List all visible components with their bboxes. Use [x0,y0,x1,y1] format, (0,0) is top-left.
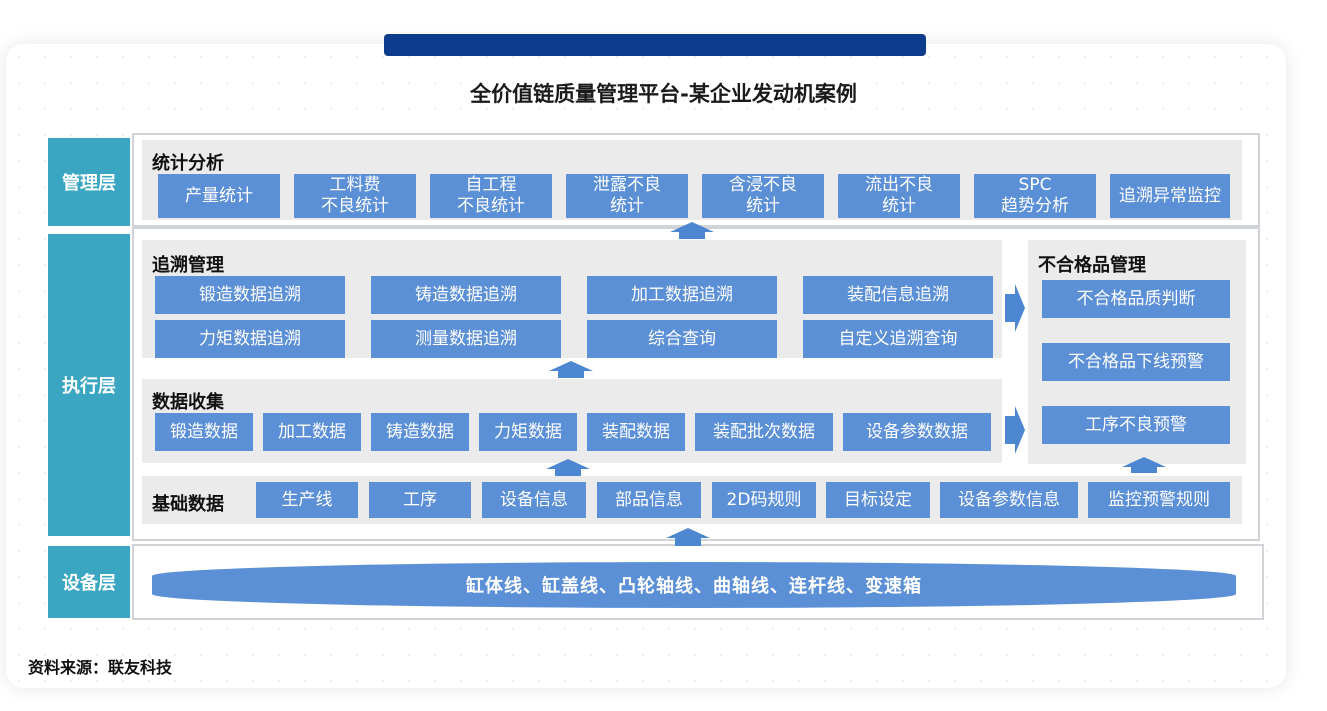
up-arrow-stem [675,538,701,546]
production-lines-cylinder: 缸体线、缸盖线、凸轮轴线、曲轴线、连杆线、变速箱 [152,562,1236,608]
up-arrow-stem [679,232,705,239]
basic-item: 生产线 [256,482,358,518]
basic-item: 工序 [369,482,471,518]
layer-label-equipment: 设备层 [48,546,130,618]
stats-item: 产量统计 [158,174,280,218]
trace-item: 锻造数据追溯 [155,276,345,314]
right-arrow [1005,406,1025,454]
nonconform-item: 工序不良预警 [1042,406,1230,444]
trace-title: 追溯管理 [152,255,224,276]
stats-item: 追溯异常监控 [1110,174,1230,218]
trace-item: 自定义追溯查询 [803,320,993,358]
trace-item: 力矩数据追溯 [155,320,345,358]
stats-item: SPC 趋势分析 [974,174,1096,218]
up-arrow [549,361,593,371]
collect-item: 铸造数据 [371,413,469,451]
nonconform-item: 不合格品下线预警 [1042,343,1230,381]
nonconform-item: 不合格品质判断 [1042,280,1230,318]
up-arrow-stem [558,371,584,378]
up-arrow-stem [1131,467,1157,473]
up-arrow [546,459,590,469]
stats-item: 泄露不良 统计 [566,174,688,218]
collect-item: 设备参数数据 [843,413,991,451]
stats-item: 流出不良 统计 [838,174,960,218]
basic-item: 目标设定 [826,482,930,518]
stats-title: 统计分析 [152,153,224,174]
up-arrow [666,528,710,538]
trace-item: 综合查询 [587,320,777,358]
trace-item: 装配信息追溯 [803,276,993,314]
layer-label-execution: 执行层 [48,234,130,536]
collect-item: 锻造数据 [155,413,253,451]
layer-label-management: 管理层 [48,138,130,226]
source-note: 资料来源：联友科技 [28,658,173,677]
basic-item: 部品信息 [597,482,701,518]
up-arrow-stem [555,469,581,476]
up-arrow [670,222,714,232]
stats-item: 工料费 不良统计 [294,174,416,218]
stats-item: 自工程 不良统计 [430,174,552,218]
collect-item: 力矩数据 [479,413,577,451]
stats-item: 含浸不良 统计 [702,174,824,218]
basic-title: 基础数据 [152,494,224,515]
right-arrow [1005,284,1025,332]
diagram-title: 全价值链质量管理平台-某企业发动机案例 [470,82,857,106]
basic-item: 2D码规则 [712,482,816,518]
top-accent-bar [384,34,926,56]
up-arrow [1122,457,1166,467]
collect-item: 加工数据 [263,413,361,451]
trace-item: 测量数据追溯 [371,320,561,358]
collect-item: 装配数据 [587,413,685,451]
basic-item: 设备参数信息 [940,482,1078,518]
collect-title: 数据收集 [152,392,224,413]
trace-item: 加工数据追溯 [587,276,777,314]
trace-item: 铸造数据追溯 [371,276,561,314]
collect-item: 装配批次数据 [695,413,833,451]
nonconform-title: 不合格品管理 [1038,255,1146,276]
basic-item: 设备信息 [482,482,586,518]
basic-item: 监控预警规则 [1088,482,1230,518]
